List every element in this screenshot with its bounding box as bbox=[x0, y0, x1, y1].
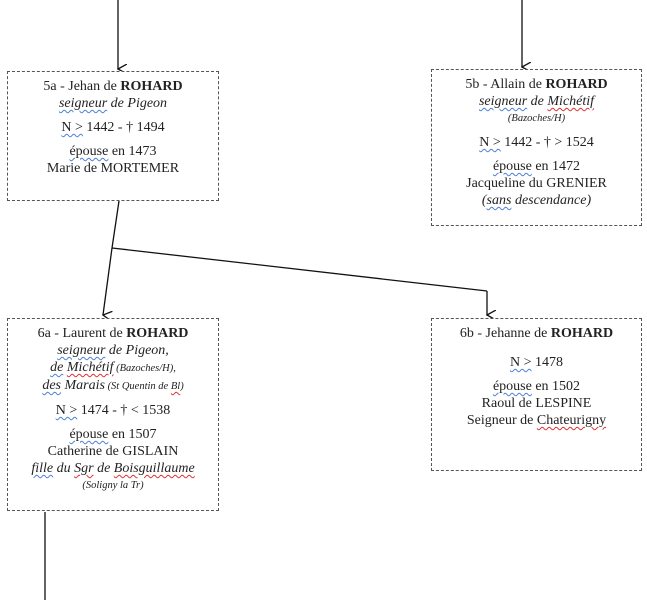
person-box-6a: 6a - Laurent de ROHARD seigneur de Pigeo… bbox=[7, 318, 219, 511]
spouse-title: Seigneur de bbox=[466, 413, 537, 428]
person-box-5a: 5a - Jehan de ROHARD seigneur de Pigeon … bbox=[7, 71, 219, 201]
title-place-2: Michétif bbox=[66, 360, 114, 375]
title-de: de bbox=[50, 360, 64, 375]
note-rest: descendance) bbox=[511, 193, 592, 208]
arrow-to-6a bbox=[103, 247, 113, 315]
person-id: 5a - Jehan de bbox=[43, 79, 121, 94]
spouse: Catherine de GISLAIN bbox=[47, 444, 179, 459]
place-note-3: (St Quentin de bbox=[104, 381, 171, 392]
marriage-year: en 1473 bbox=[108, 144, 157, 159]
spouse: Jacqueline du GRENIER bbox=[466, 176, 607, 191]
du: du bbox=[53, 461, 75, 476]
title-des: des bbox=[42, 378, 61, 393]
surname: ROHARD bbox=[120, 79, 183, 94]
surname: ROHARD bbox=[545, 77, 608, 92]
birth-label: N > bbox=[55, 403, 78, 418]
birth-label: N > bbox=[479, 135, 501, 150]
dates: 1474 - † < 1538 bbox=[77, 403, 171, 418]
title: seigneur bbox=[57, 343, 106, 358]
father-place: Boisguillaume bbox=[113, 461, 195, 476]
sgr: Sgr bbox=[74, 461, 94, 476]
person-id: 6a - Laurent de bbox=[37, 326, 127, 341]
title-place: de Pigeon, bbox=[105, 343, 169, 358]
place-note: (Bazoches/H) bbox=[507, 113, 566, 124]
birth-label: N > bbox=[509, 355, 532, 370]
title-place-3: Marais bbox=[60, 378, 105, 393]
marriage-label: épouse bbox=[492, 159, 532, 174]
note-sans: sans bbox=[486, 193, 512, 208]
birth-label: N > bbox=[61, 120, 83, 135]
marriage-year: en 1472 bbox=[531, 159, 581, 174]
fille: fille bbox=[31, 461, 54, 476]
surname: ROHARD bbox=[550, 326, 614, 341]
dates: 1478 bbox=[531, 355, 563, 370]
de: de bbox=[93, 461, 114, 476]
title: seigneur bbox=[58, 96, 108, 111]
place-note-3c: ) bbox=[180, 381, 184, 392]
line-to-6b bbox=[111, 247, 488, 292]
marriage-year: en 1502 bbox=[531, 379, 581, 394]
place-note-2: (Bazoches/H), bbox=[113, 363, 176, 374]
spouse: Marie de MORTEMER bbox=[46, 161, 180, 176]
title-de: de bbox=[527, 94, 548, 109]
marriage-year: en 1507 bbox=[108, 427, 157, 442]
marriage-label: épouse bbox=[69, 144, 109, 159]
title: seigneur bbox=[478, 94, 528, 109]
person-id: 6b - Jehanne de bbox=[459, 326, 551, 341]
person-id: 5b - Allain de bbox=[465, 77, 546, 92]
dates: 1442 - † 1494 bbox=[82, 120, 165, 135]
note-open: ( bbox=[481, 193, 487, 208]
title-place: Michétif bbox=[547, 94, 595, 109]
person-box-6b: 6b - Jehanne de ROHARD N > 1478 épouse e… bbox=[431, 318, 642, 471]
dates: 1442 - † > 1524 bbox=[500, 135, 594, 150]
spouse-title-place: Chateurigny bbox=[536, 413, 607, 428]
place-note-3b: Bl bbox=[170, 381, 181, 392]
line-from-5a bbox=[111, 200, 120, 249]
spouse: Raoul de LESPINE bbox=[481, 396, 592, 411]
marriage-label: épouse bbox=[492, 379, 532, 394]
person-box-5b: 5b - Allain de ROHARD seigneur de Michét… bbox=[431, 69, 642, 226]
title-place: de Pigeon bbox=[107, 96, 168, 111]
marriage-label: épouse bbox=[69, 427, 109, 442]
father-place-note: (Soligny la Tr) bbox=[82, 480, 144, 491]
surname: ROHARD bbox=[126, 326, 189, 341]
